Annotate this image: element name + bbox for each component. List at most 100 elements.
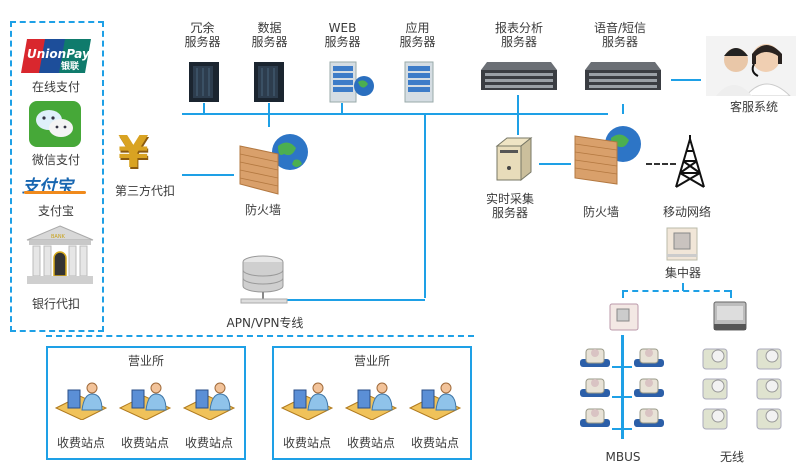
bus-drop-data xyxy=(268,103,270,127)
server-label-redundant-l2: 服务器 xyxy=(184,35,221,49)
cashier-station-icon xyxy=(344,380,398,420)
server-label-app-l1: 应用 xyxy=(405,21,430,35)
mobile-network-label: 移动网络 xyxy=(662,205,711,219)
mbus-branch-3 xyxy=(612,428,632,430)
bus-drop-app xyxy=(424,113,426,298)
mbus-branch-1 xyxy=(612,366,632,368)
app-server-icon xyxy=(403,60,437,104)
server-label-web: WEB 服务器 xyxy=(315,21,370,49)
wireless-water-meter-icon xyxy=(754,345,784,373)
concentrator-icon xyxy=(665,224,699,262)
alipay-logo: 支付宝 xyxy=(22,172,92,197)
server-label-app: 应用 服务器 xyxy=(390,21,445,49)
mbus-trunk xyxy=(621,335,624,439)
water-meter-grid-mbus xyxy=(578,345,678,445)
offices-top-dashed xyxy=(46,335,474,337)
wireless-water-meter-icon xyxy=(700,345,730,373)
cashier-station-icon xyxy=(118,380,172,420)
apn-link-line xyxy=(287,299,425,301)
cs-link-line xyxy=(671,79,701,81)
server-label-web-l1: WEB xyxy=(328,21,357,35)
server-label-redundant-l1: 冗余 xyxy=(190,21,215,35)
station-label: 收费站点 xyxy=(56,436,105,450)
payment-label-wechat: 微信支付 xyxy=(31,153,80,167)
office-title: 营业所 xyxy=(353,354,390,368)
server-label-report-l2: 服务器 xyxy=(500,35,537,49)
mbus-water-meter-icon xyxy=(578,405,612,431)
concentrator-drop xyxy=(682,283,684,291)
server-label-voice: 语音/短信 服务器 xyxy=(585,21,655,49)
svg-text:银联: 银联 xyxy=(61,60,80,72)
realtime-firewall-line xyxy=(539,163,571,165)
alipay-logo-text: 支付宝 xyxy=(22,177,73,197)
bus-drop-web xyxy=(341,103,343,114)
web-server-icon xyxy=(328,60,376,104)
office-title: 营业所 xyxy=(127,354,164,368)
wireless-water-meter-icon xyxy=(754,405,784,433)
realtime-server-label-l1: 实时采集 xyxy=(485,192,534,206)
station-label: 收费站点 xyxy=(410,436,459,450)
yuan-firewall-line xyxy=(182,174,234,176)
server-label-voice-l1: 语音/短信 xyxy=(593,21,647,35)
server-label-data-l1: 数据 xyxy=(257,21,282,35)
customer-service-label: 客服系统 xyxy=(729,100,778,114)
realtime-server-icon xyxy=(493,136,533,182)
bank-icon: BANK xyxy=(25,224,95,286)
station-label: 收费站点 xyxy=(184,436,233,450)
main-bus-line xyxy=(182,113,607,115)
concentrator-branch-dashed xyxy=(622,290,730,292)
cashier-station-icon xyxy=(408,380,462,420)
mbus-collector-icon xyxy=(608,302,640,332)
mbus-label: MBUS xyxy=(605,450,641,464)
station-label: 收费站点 xyxy=(346,436,395,450)
tower-server-icon xyxy=(187,60,223,104)
firewall-left-label: 防火墙 xyxy=(244,203,281,217)
server-label-web-l2: 服务器 xyxy=(324,35,361,49)
payment-label-unionpay: 在线支付 xyxy=(31,80,80,94)
bus-drop-voice xyxy=(622,104,624,114)
payment-panel xyxy=(10,21,104,332)
office-box-2: 营业所 xyxy=(272,346,472,460)
server-label-app-l2: 服务器 xyxy=(399,35,436,49)
realtime-server-label-l2: 服务器 xyxy=(491,206,528,220)
firewall-right-label: 防火墙 xyxy=(582,205,619,219)
wireless-water-meter-icon xyxy=(754,375,784,403)
server-label-data: 数据 服务器 xyxy=(242,21,297,49)
database-icon xyxy=(237,254,293,306)
water-meter-grid-wireless xyxy=(700,345,800,445)
mbus-water-meter-icon xyxy=(578,375,612,401)
svg-text:UnionPay: UnionPay xyxy=(27,47,91,61)
bus-right-extension xyxy=(600,113,608,115)
mbus-water-meter-icon xyxy=(632,405,666,431)
server-label-data-l2: 服务器 xyxy=(251,35,288,49)
server-label-report-l1: 报表分析 xyxy=(494,21,543,35)
station-label: 收费站点 xyxy=(282,436,331,450)
firewall-mobile-dashed xyxy=(646,163,676,165)
realtime-server-label: 实时采集 服务器 xyxy=(478,192,542,220)
server-label-report: 报表分析 服务器 xyxy=(484,21,554,49)
cashier-station-icon xyxy=(280,380,334,420)
mbus-drop xyxy=(622,290,624,298)
wireless-label: 无线 xyxy=(719,450,744,464)
wireless-water-meter-icon xyxy=(700,405,730,433)
rack-server-icon xyxy=(583,60,663,92)
cell-tower-icon xyxy=(672,133,708,189)
mbus-branch-2 xyxy=(612,396,632,398)
station-label: 收费站点 xyxy=(120,436,169,450)
yuan-icon: ¥ xyxy=(118,127,149,178)
mbus-water-meter-icon xyxy=(632,345,666,371)
server-label-voice-l2: 服务器 xyxy=(601,35,638,49)
tower-server-icon xyxy=(252,60,288,104)
cashier-station-icon xyxy=(182,380,236,420)
wechat-logo xyxy=(29,101,81,147)
server-label-redundant: 冗余 服务器 xyxy=(175,21,230,49)
wireless-collector-icon xyxy=(712,300,748,332)
payment-label-bank: 银行代扣 xyxy=(31,297,80,311)
wireless-drop xyxy=(730,290,732,298)
svg-text:BANK: BANK xyxy=(51,234,66,240)
concentrator-label: 集中器 xyxy=(664,266,701,280)
bus-drop-redundant xyxy=(203,103,205,114)
unionpay-logo: UnionPay 银联 xyxy=(21,37,91,75)
firewall-icon xyxy=(571,122,651,186)
office-box-1: 营业所 xyxy=(46,346,246,460)
